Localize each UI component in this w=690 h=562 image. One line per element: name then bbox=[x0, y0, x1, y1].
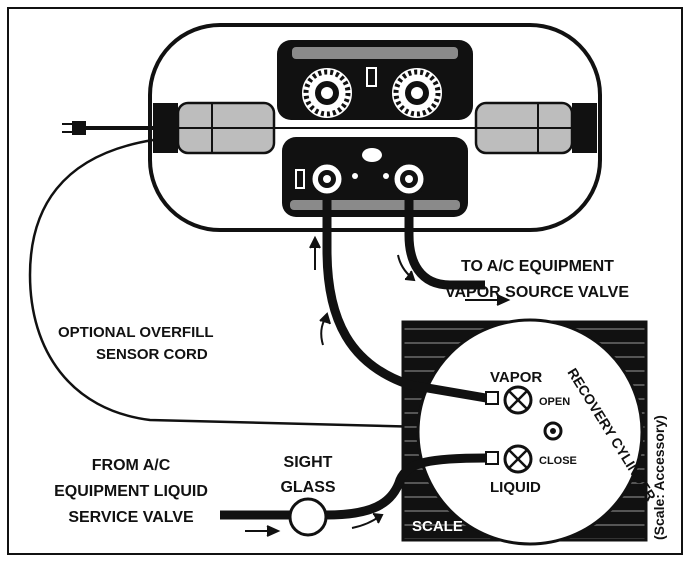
overfill-sensor-cord bbox=[28, 138, 546, 432]
label-vapor: VAPOR bbox=[490, 369, 542, 386]
label-to-ac-equipment: TO A/C EQUIPMENT bbox=[461, 258, 614, 275]
right-handle bbox=[474, 101, 597, 155]
liquid-hose-to-cylinder bbox=[325, 453, 487, 520]
scale-with-cylinder bbox=[401, 318, 648, 546]
label-sensor-cord: SENSOR CORD bbox=[96, 346, 208, 363]
vapor-port-fitting bbox=[309, 161, 345, 197]
label-from-ac: FROM A/C bbox=[92, 457, 171, 474]
label-equipment-liquid: EQUIPMENT LIQUID bbox=[54, 483, 208, 500]
power-cord bbox=[62, 121, 153, 135]
liquid-valve bbox=[485, 444, 533, 474]
mode-knob bbox=[362, 148, 382, 162]
left-handle bbox=[153, 101, 276, 155]
discharge-port-fitting bbox=[391, 161, 427, 197]
valve-panel bbox=[282, 137, 468, 217]
label-sight: SIGHT bbox=[284, 454, 333, 471]
vapor-hose-to-cylinder bbox=[322, 195, 487, 403]
label-vapor-source-valve: VAPOR SOURCE VALVE bbox=[445, 284, 629, 301]
gauge-panel bbox=[277, 40, 473, 120]
label-optional-overfill: OPTIONAL OVERFILL bbox=[58, 324, 214, 341]
label-service-valve: SERVICE VALVE bbox=[68, 509, 194, 526]
label-liquid: LIQUID bbox=[490, 479, 541, 496]
label-open: OPEN bbox=[539, 396, 570, 408]
label-scale-accessory: (Scale: Accessory) bbox=[651, 415, 667, 540]
vapor-valve bbox=[485, 385, 533, 415]
left-gauge bbox=[300, 66, 354, 120]
label-glass: GLASS bbox=[280, 479, 335, 496]
label-close: CLOSE bbox=[539, 455, 577, 467]
right-gauge bbox=[390, 66, 444, 120]
sight-glass bbox=[288, 497, 328, 537]
flow-arrows bbox=[245, 235, 511, 537]
label-scale: SCALE bbox=[412, 518, 463, 535]
hose-to-ac-equipment bbox=[404, 195, 485, 290]
recovery-cylinder-top bbox=[416, 318, 644, 546]
